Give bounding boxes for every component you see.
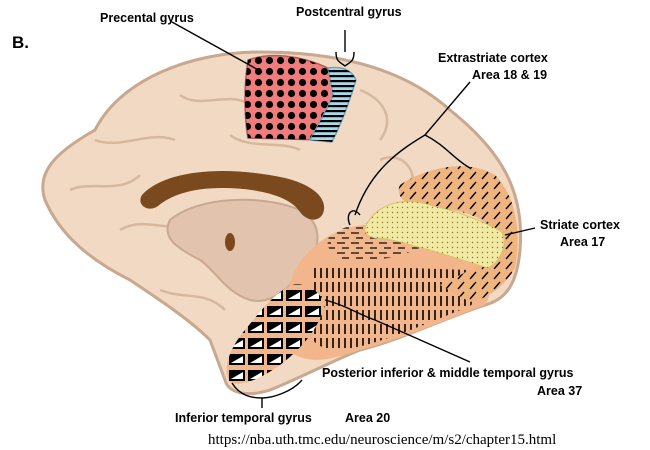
commissure	[225, 233, 235, 251]
label-area-37: Area 37	[537, 384, 582, 398]
label-area-17: Area 17	[560, 235, 605, 249]
label-striate-cortex: Striate cortex	[540, 218, 620, 232]
label-area-20: Area 20	[345, 411, 390, 425]
label-postcentral-gyrus: Postcentral gyrus	[296, 5, 402, 19]
label-area-18-19: Area 18 & 19	[472, 68, 547, 82]
source-url: https://nba.uth.tmc.edu/neuroscience/m/s…	[208, 432, 556, 448]
label-precentral-gyrus: Precental gyrus	[100, 11, 194, 25]
label-posterior-inferior-middle-temporal-gyrus: Posterior inferior & middle temporal gyr…	[322, 366, 573, 380]
label-extrastriate-cortex: Extrastriate cortex	[438, 51, 548, 65]
label-inferior-temporal-gyrus: Inferior temporal gyrus	[175, 411, 312, 425]
panel-label: B.	[12, 33, 29, 52]
